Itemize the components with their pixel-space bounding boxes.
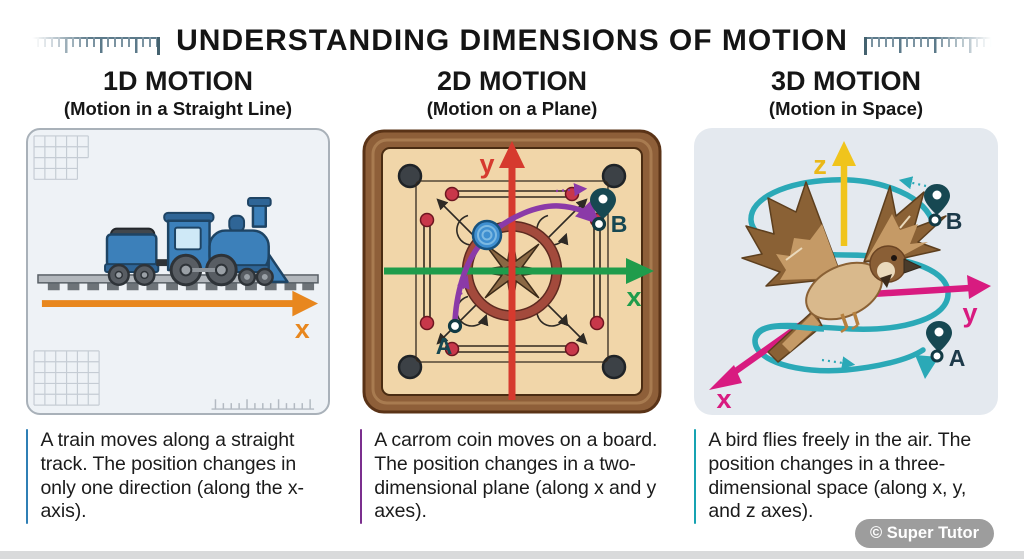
ruler-icon: [863, 33, 994, 55]
y-axis-label: y: [962, 298, 977, 328]
caption-accent-bar: [26, 429, 29, 525]
page-header: UNDERSTANDING DIMENSIONS OF MOTION: [0, 0, 1024, 58]
z-axis-label: z: [813, 150, 827, 180]
panel-3d-bird: z: [694, 128, 998, 415]
caption-accent-bar: [694, 429, 697, 525]
column-1d: 1D MOTION (Motion in a Straight Line): [26, 60, 330, 525]
y-axis-label: y: [479, 149, 494, 179]
striker-coin: [471, 219, 503, 251]
spiral-direction-dashed: [898, 176, 927, 190]
point-b-marker: B: [924, 184, 962, 234]
caption-text-3d: A bird flies freely in the air. The posi…: [708, 429, 972, 523]
board-pockets: [397, 163, 627, 380]
grid-decoration: [33, 350, 100, 406]
point-a-marker: A: [436, 318, 463, 359]
subheading-2d: (Motion on a Plane): [426, 98, 598, 119]
location-pin-icon: [590, 188, 616, 219]
x-axis-label: x: [716, 384, 731, 414]
grid-decoration: [33, 135, 89, 180]
caption-text-2d: A carrom coin moves on a board. The posi…: [374, 429, 658, 523]
bird-illustration: z: [694, 128, 998, 415]
location-pin-icon: [926, 321, 952, 352]
x-axis-arrow: x: [41, 290, 319, 344]
train-illustration: x: [33, 135, 319, 410]
page-title: UNDERSTANDING DIMENSIONS OF MOTION: [176, 24, 848, 57]
carrom-board-illustration: y x A: [362, 129, 662, 414]
ruler-icon: [211, 399, 315, 410]
point-a-label: A: [949, 345, 966, 371]
point-b-marker: B: [590, 188, 627, 237]
panel-2d-carrom: y x A: [360, 128, 664, 415]
point-a-marker: A: [926, 321, 965, 371]
bird-icon: [741, 181, 947, 363]
columns-container: 1D MOTION (Motion in a Straight Line): [0, 58, 1024, 525]
caption-text-1d: A train moves along a straight track. Th…: [40, 429, 304, 523]
watermark-badge: © Super Tutor: [854, 519, 994, 548]
ruler-icon: [30, 33, 161, 55]
x-axis-arrow: [384, 258, 654, 284]
heading-2d: 2D MOTION: [436, 66, 587, 96]
coin-path: [452, 183, 600, 321]
location-pin-icon: [924, 184, 950, 215]
caption-3d: A bird flies freely in the air. The posi…: [694, 429, 998, 525]
x-axis-label: x: [626, 282, 641, 312]
column-2d: 2D MOTION (Motion on a Plane): [360, 60, 664, 525]
x-axis-label: x: [295, 314, 310, 344]
subheading-1d: (Motion in a Straight Line): [63, 98, 293, 119]
point-a-label: A: [436, 333, 453, 359]
heading-1d: 1D MOTION: [102, 66, 253, 96]
caption-accent-bar: [360, 429, 363, 525]
caption-1d: A train moves along a straight track. Th…: [26, 429, 330, 525]
point-b-label: B: [611, 211, 628, 237]
flight-spiral-front: [752, 323, 825, 342]
z-axis-arrow: [832, 141, 856, 246]
heading-3d: 3D MOTION: [770, 66, 921, 96]
caption-2d: A carrom coin moves on a board. The posi…: [360, 429, 664, 525]
subheading-3d: (Motion in Space): [768, 98, 924, 119]
carrom-coins: [419, 186, 605, 357]
column-3d: 3D MOTION (Motion in Space) z: [694, 60, 998, 525]
train-icon: [104, 197, 289, 287]
panel-1d-train: x: [26, 128, 330, 415]
bottom-strip: [0, 551, 1024, 559]
y-axis-arrow: [499, 141, 525, 400]
point-b-label: B: [946, 208, 963, 234]
